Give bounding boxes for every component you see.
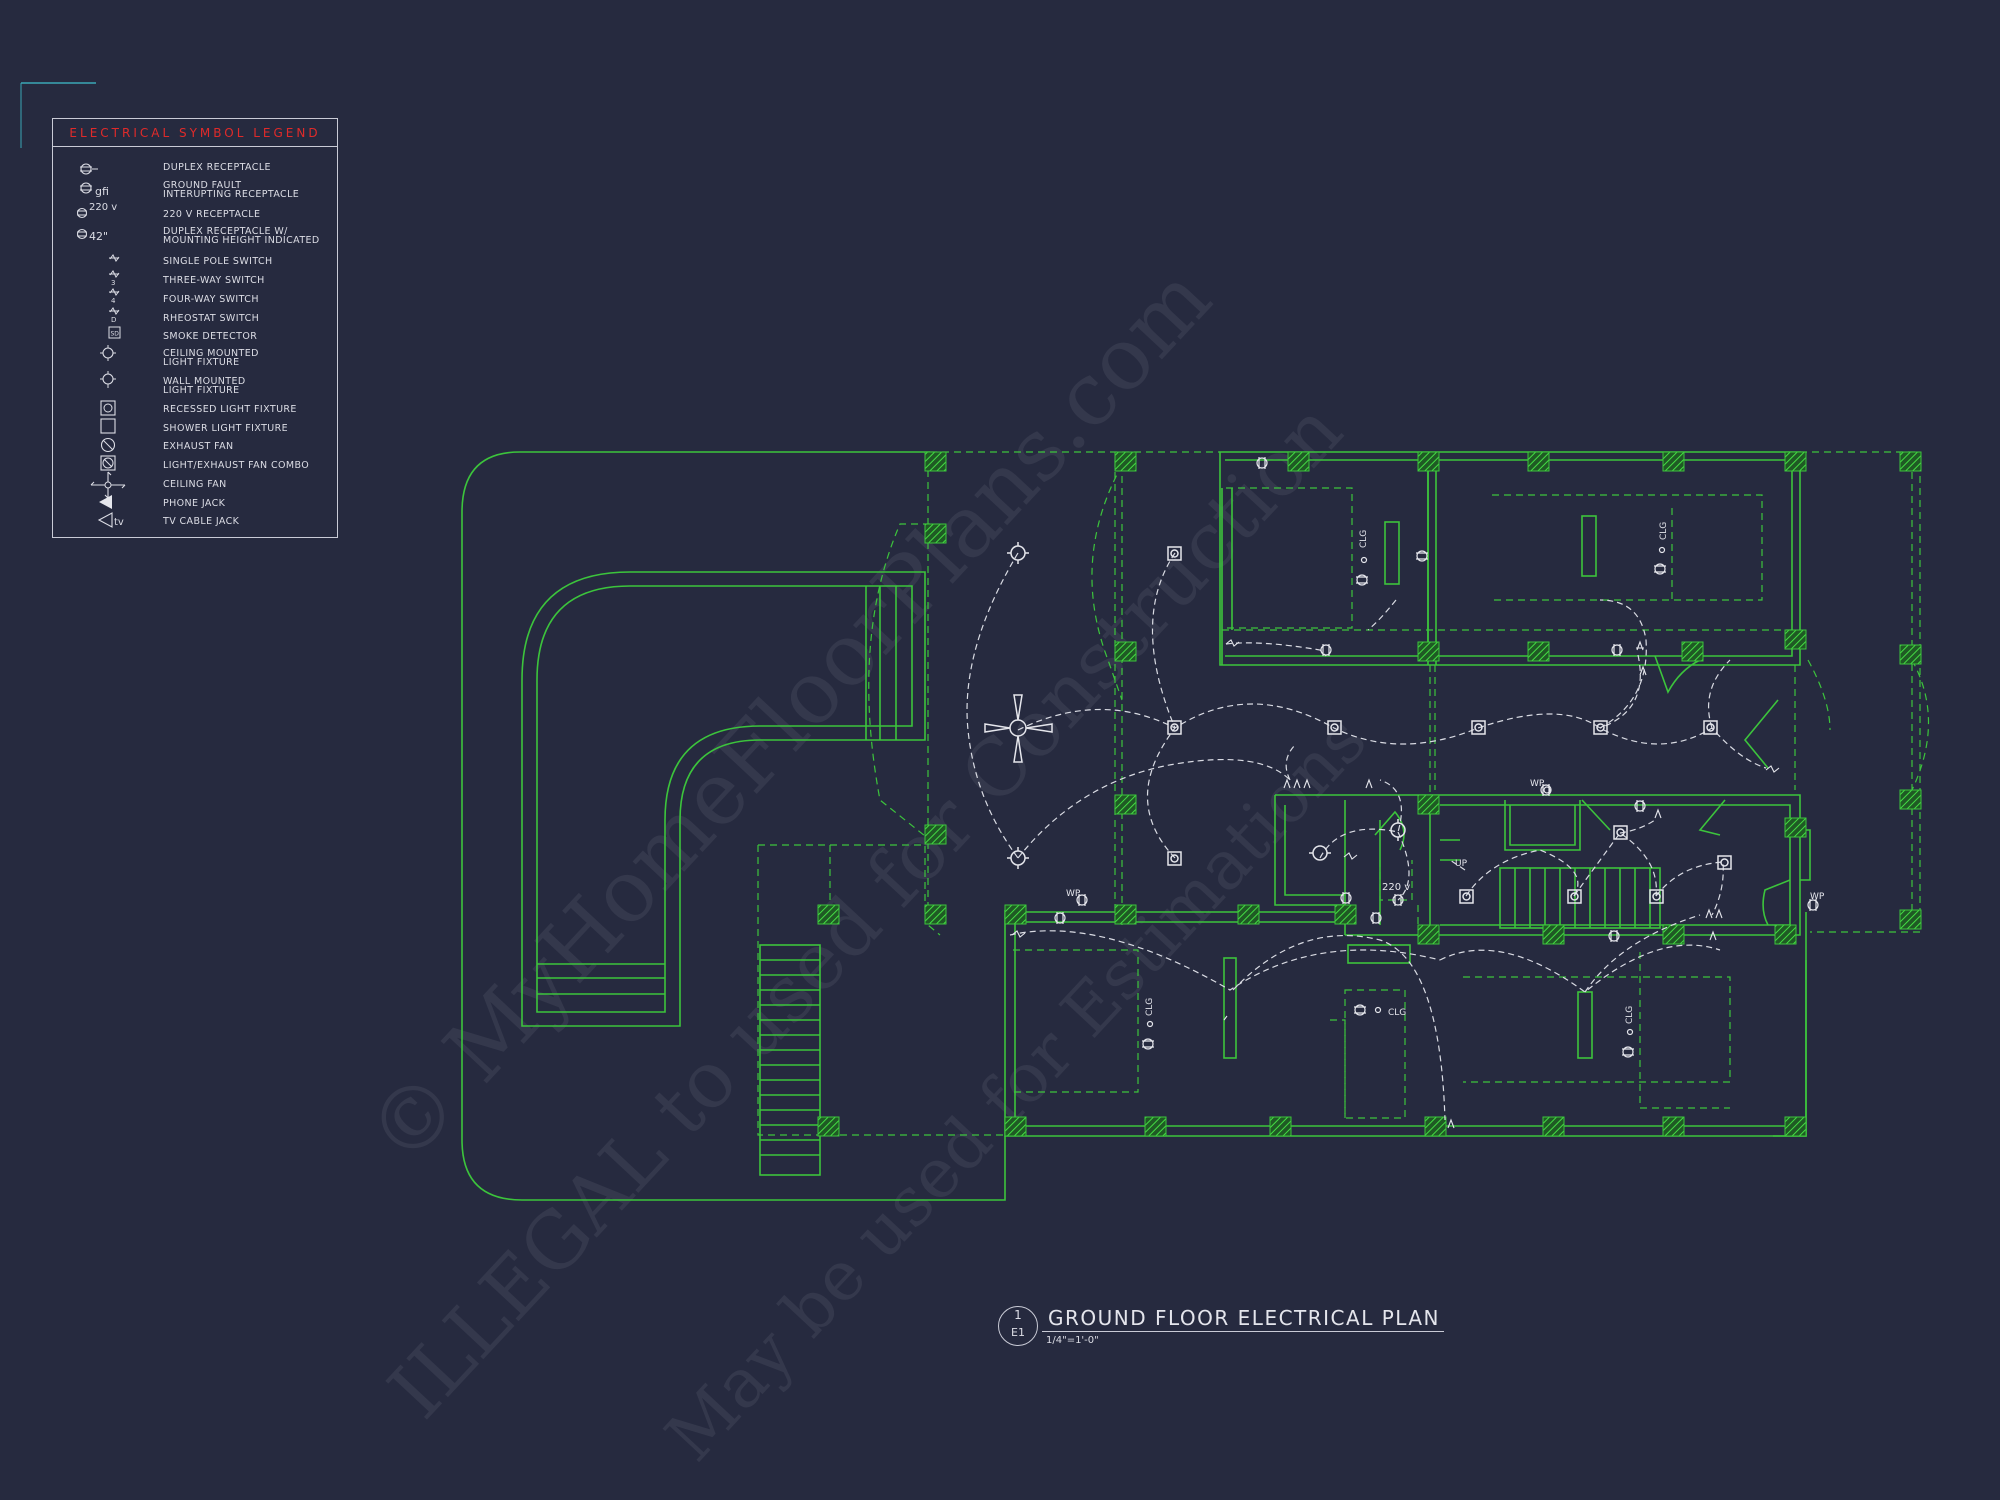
ceiling-fan-icon [984,694,1053,763]
clg-label-1: CLG [1359,530,1369,548]
light-exhaust-fan-icon [100,455,116,471]
220v-receptacle-icon: 220 v [76,202,117,219]
tv-cable-jack-icon: tv [97,512,124,528]
clg-label-2: CLG [1659,522,1669,540]
ceiling-light-icon [100,345,116,361]
svg-text:220 v: 220 v [89,202,117,213]
legend-title: ELECTRICAL SYMBOL LEGEND [53,119,337,147]
legend-label-wall-light-text: WALL MOUNTED LIGHT FIXTURE [163,376,246,396]
svg-text:tv: tv [114,517,124,528]
legend-label-ceiling-light: CEILING MOUNTED LIGHT FIXTURE [163,348,263,368]
rheostat-switch-icon: D [109,307,120,322]
legend-label-phone: PHONE JACK [163,498,226,509]
legend-label-shower: SHOWER LIGHT FIXTURE [163,423,289,434]
svg-text:D: D [111,316,116,322]
legend-label-three-way: THREE-WAY SWITCH [163,275,265,286]
drawing-number: 1 [1014,1308,1022,1322]
title-underline [1042,1331,1444,1332]
wp-label-3: WP [1810,892,1825,902]
svg-text:4: 4 [111,297,116,303]
v220-label: 220 v [1382,882,1410,893]
svg-text:gfi: gfi [95,185,109,197]
shower-light-icon [100,418,116,434]
wp-label-2: WP [1530,779,1545,789]
wp-label-1: WP [1066,889,1081,899]
legend-label-gfi: GROUND FAULT INTERUPTING RECEPTACLE [163,180,313,200]
legend-label-ceiling-light-text: CEILING MOUNTED LIGHT FIXTURE [163,348,259,368]
clg-label-4: CLG [1625,1006,1635,1024]
legend-label-wall-light: WALL MOUNTED LIGHT FIXTURE [163,376,263,396]
exhaust-fan-icon [100,437,116,453]
legend-label-light-exhaust: LIGHT/EXHAUST FAN COMBO [163,460,310,471]
legend-label-duplex-height-text: DUPLEX RECEPTACLE W/ MOUNTING HEIGHT IND… [163,226,320,246]
drawing-title: GROUND FLOOR ELECTRICAL PLAN [1048,1306,1441,1330]
legend-label-gfi-text: GROUND FAULT INTERUPTING RECEPTACLE [163,180,300,200]
smoke-detector-icon: SD [108,326,121,339]
corner-mark [20,82,96,148]
electrical-symbol-legend: ELECTRICAL SYMBOL LEGEND DUPLEX RECEPTAC… [52,118,338,538]
legend-label-duplex: DUPLEX RECEPTACLE [163,162,271,173]
legend-label-recessed: RECESSED LIGHT FIXTURE [163,404,297,415]
gfi-receptacle-icon: gfi [80,182,109,197]
three-way-switch-icon: 3 [109,270,120,285]
legend-label-smoke: SMOKE DETECTOR [163,331,258,342]
clg-label-5: CLG [1388,1008,1406,1018]
legend-label-single-pole: SINGLE POLE SWITCH [163,256,273,267]
legend-label-four-way: FOUR-WAY SWITCH [163,294,259,305]
legend-label-exhaust: EXHAUST FAN [163,441,234,452]
drawing-title-block: 1 E1 GROUND FLOOR ELECTRICAL PLAN 1/4"=1… [998,1306,1444,1352]
legend-label-ceiling-fan: CEILING FAN [163,479,227,490]
svg-text:SD: SD [111,331,120,338]
wall-light-icon [100,371,116,388]
four-way-switch-icon: 4 [109,288,120,303]
up-label: UP [1455,859,1468,869]
legend-label-220v: 220 V RECEPTACLE [163,209,261,220]
legend-label-duplex-height: DUPLEX RECEPTACLE W/ MOUNTING HEIGHT IND… [163,226,323,246]
drawing-scale: 1/4"=1'-0" [1046,1335,1099,1346]
bar-counter [521,571,926,1027]
deck-outline [461,451,1006,1201]
svg-text:3: 3 [111,279,115,285]
recessed-light-icon [100,400,116,416]
exterior-stair [759,944,821,1176]
single-pole-switch-icon [109,254,120,262]
ceiling-fan-legend-icon [90,471,126,499]
duplex-receptacle-height-icon: 42" [76,228,108,243]
duplex-receptacle-icon [80,163,98,175]
interior-stair [1499,867,1661,929]
clg-label-3: CLG [1145,998,1155,1016]
legend-label-rheostat: RHEOSTAT SWITCH [163,313,260,324]
sheet-number: E1 [1011,1326,1025,1339]
svg-text:42": 42" [89,230,108,243]
legend-label-tv: TV CABLE JACK [163,516,240,527]
sheet-reference-circle [998,1306,1038,1346]
phone-jack-icon [99,495,112,509]
